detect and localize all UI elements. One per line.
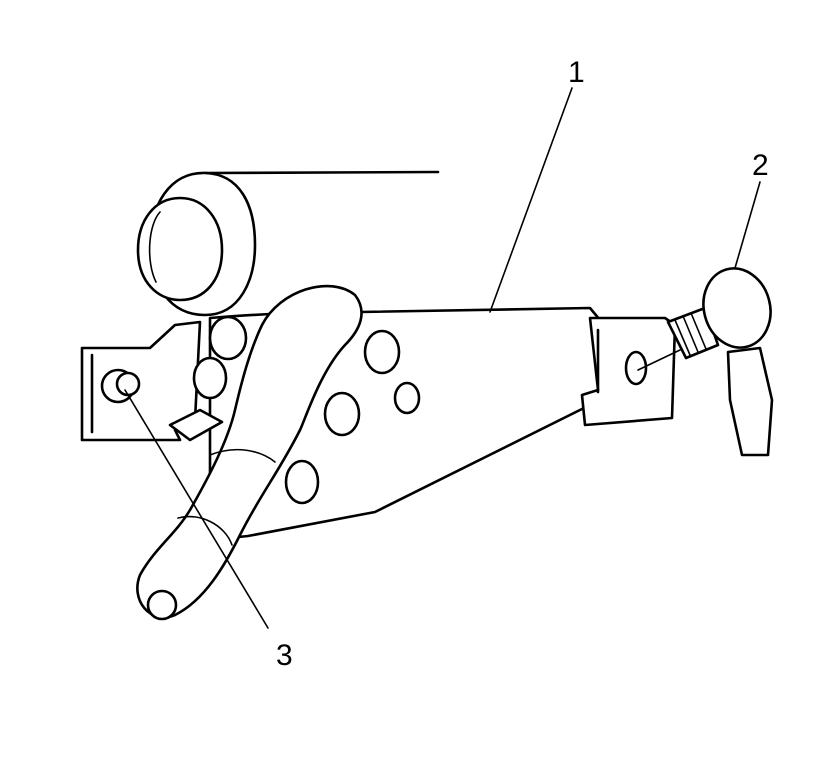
callout-3: 3 bbox=[276, 639, 293, 672]
callout-1: 1 bbox=[568, 56, 585, 89]
leader-line-1 bbox=[489, 87, 573, 313]
leader-lines bbox=[124, 87, 761, 629]
leader-line-2 bbox=[734, 181, 761, 269]
callout-2: 2 bbox=[752, 149, 769, 182]
stud-fastener bbox=[100, 368, 141, 404]
cable-housing bbox=[136, 284, 363, 621]
leader-line-3 bbox=[124, 389, 269, 629]
cable-sleeve-cylinder bbox=[136, 170, 440, 317]
push-retainer bbox=[637, 267, 774, 457]
